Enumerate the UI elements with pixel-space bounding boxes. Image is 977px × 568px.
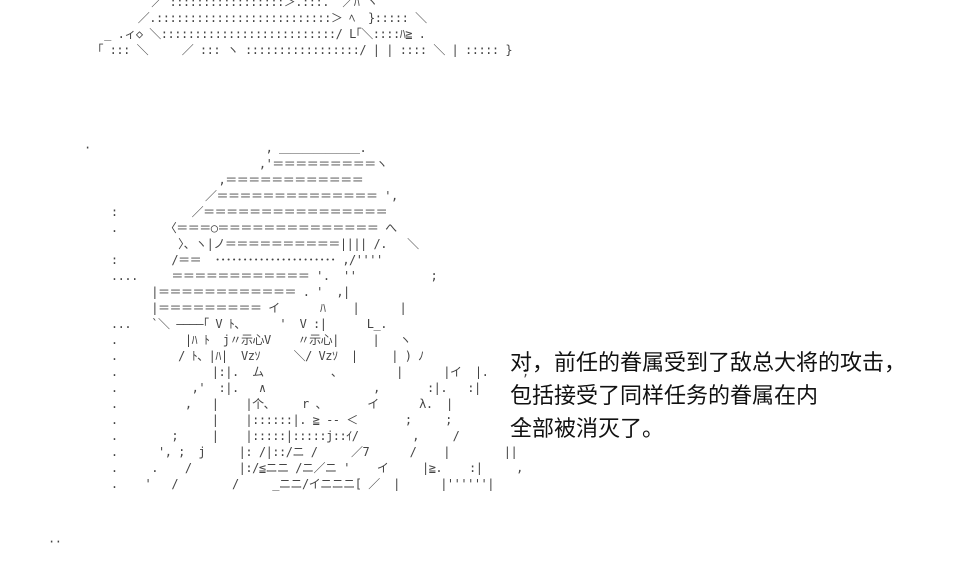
ascii-art-top-fragment: ／ :::::::::::::::::＞.:::. ／ﾊ ヽ ／.:::::::… xyxy=(97,0,513,57)
narration-text: 对，前任的眷属受到了敌总大将的攻击， 包括接受了同样任务的眷属在内 全部被消灭了… xyxy=(510,347,975,446)
narration-line-2: 包括接受了同样任务的眷属在内 xyxy=(510,384,819,409)
narration-line-1: 对，前任的眷属受到了敌总大将的攻击， xyxy=(510,351,907,376)
stray-dot-mark: ·· xyxy=(48,535,62,549)
narration-line-3: 全部被消灭了。 xyxy=(510,417,665,442)
ascii-art-character-figure: · , ＿＿＿＿＿＿＿. ,'＝＝＝＝＝＝＝＝＝ヽ ,＝＝＝＝＝＝＝＝＝＝＝＝ … xyxy=(84,141,529,491)
